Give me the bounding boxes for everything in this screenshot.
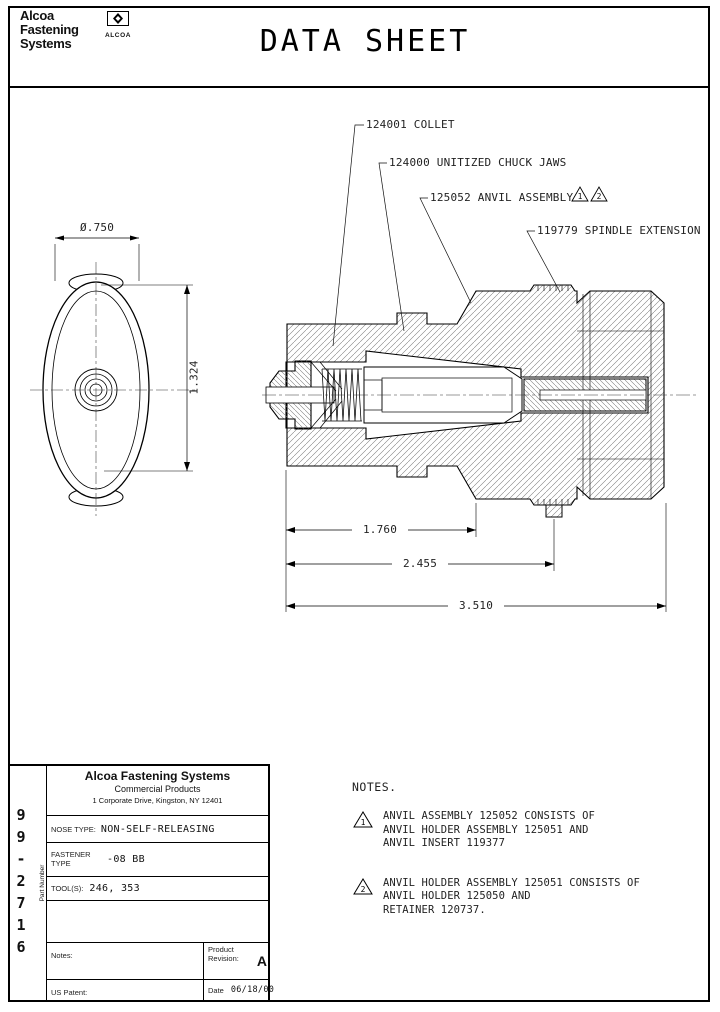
tools-value: 246, 353 — [89, 883, 140, 894]
fastener-type-cell: FASTENER TYPE -08 BB — [47, 843, 268, 877]
dimension-height: 1.324 — [187, 360, 201, 395]
callout-flags: 1 2 — [571, 186, 608, 202]
leader-anvil-assembly — [419, 197, 472, 304]
revision-cell: Product Revision: A — [204, 943, 268, 980]
fastener-type-label: FASTENER TYPE — [51, 850, 91, 868]
part-number-column: 99-2716 Part Number — [10, 766, 47, 1000]
header-divider — [8, 86, 710, 88]
leader-collet — [332, 124, 364, 347]
leader-lines — [332, 124, 561, 347]
tools-label: TOOL(S): — [51, 884, 84, 893]
part-number-label: Part Number — [39, 864, 46, 902]
company-header-cell: Alcoa Fastening Systems Commercial Produ… — [47, 766, 268, 816]
date-value: 06/18/00 — [230, 985, 275, 995]
part-number: 99-2716 — [12, 806, 30, 960]
callout-chuck-jaws: 124000 UNITIZED CHUCK JAWS — [389, 156, 567, 169]
callout-anvil-assembly: 125052 ANVIL ASSEMBLY — [430, 191, 574, 204]
retainer-tab — [545, 504, 563, 518]
dimension-2455: 2.455 — [392, 557, 448, 570]
thread-ticks — [537, 285, 569, 505]
fastener-type-value: -08 BB — [107, 854, 145, 865]
notes-heading: NOTES. — [352, 780, 397, 794]
company-name: Alcoa Fastening Systems — [84, 769, 231, 783]
flag-number: 2 — [597, 192, 602, 201]
logo-line: Systems — [20, 36, 72, 51]
company-address: 1 Corporate Drive, Kingston, NY 12401 — [92, 796, 223, 805]
callout-collet: 124001 COLLET — [366, 118, 455, 131]
notes-cell: Notes: — [47, 943, 204, 980]
note-item: 2 ANVIL HOLDER ASSEMBLY 125051 CONSISTS … — [352, 877, 692, 918]
tools-cell: TOOL(S): 246, 353 — [47, 877, 268, 901]
section-view — [262, 284, 698, 518]
page-title: DATA SHEET — [259, 24, 471, 59]
company-division: Commercial Products — [114, 784, 201, 794]
front-view-dimensions — [54, 235, 193, 472]
date-label: Date — [208, 985, 224, 995]
logo-line: Fastening — [20, 22, 79, 37]
revision-label: Product Revision: — [208, 945, 239, 963]
front-view-centerlines — [30, 262, 196, 516]
notes-label: Notes: — [51, 951, 73, 960]
title-block-main: Alcoa Fastening Systems Commercial Produ… — [47, 766, 274, 1000]
revision-value: A — [256, 953, 267, 969]
alcoa-mark: ALCOA — [102, 11, 134, 39]
front-view — [30, 262, 196, 516]
logo-line: Alcoa — [20, 8, 54, 23]
chuck-jaws-lines — [310, 361, 343, 429]
leader-chuck-jaws — [378, 162, 405, 332]
nose-type-value: NON-SELF-RELEASING — [100, 823, 215, 835]
flag-triangle-icon — [590, 186, 608, 202]
flag-number: 2 — [361, 885, 366, 894]
us-patent-label: US Patent: — [51, 988, 88, 997]
title-block-bottom: Notes: Product Revision: A US Patent: Da… — [47, 943, 274, 1000]
housing-section — [285, 284, 665, 506]
notes-section: NOTES. 1 ANVIL ASSEMBLY 125052 CONSISTS … — [352, 780, 692, 943]
date-cell: Date 06/18/00 — [204, 980, 274, 1000]
note-item: 1 ANVIL ASSEMBLY 125052 CONSISTS OF ANVI… — [352, 810, 692, 851]
dimension-3510: 3.510 — [448, 599, 504, 612]
flag-triangle-icon: 1 — [353, 811, 373, 828]
alcoa-mark-icon — [107, 11, 129, 26]
callout-spindle-extension: 119779 SPINDLE EXTENSION — [537, 224, 701, 237]
note-text: ANVIL HOLDER ASSEMBLY 125051 CONSISTS OF… — [383, 876, 640, 916]
leader-spindle-extension — [526, 230, 561, 293]
flag-triangle-icon — [571, 186, 589, 202]
patent-cell: US Patent: — [47, 980, 204, 1000]
page-border — [8, 6, 710, 1002]
empty-cell — [47, 901, 268, 943]
alcoa-mark-text: ALCOA — [104, 32, 132, 39]
dimension-1760: 1.760 — [352, 523, 408, 536]
flag-triangle-icon: 2 — [353, 877, 373, 894]
nose-type-cell: NOSE TYPE: NON-SELF-RELEASING — [47, 816, 268, 843]
company-logo: Alcoa Fastening Systems — [20, 9, 79, 51]
title-block: 99-2716 Part Number Alcoa Fastening Syst… — [8, 764, 274, 1002]
nose-type-label: NOSE TYPE: — [51, 824, 96, 834]
note-text: ANVIL ASSEMBLY 125052 CONSISTS OF ANVIL … — [383, 810, 595, 849]
dimension-diameter: Ø.750 — [79, 221, 115, 234]
flag-number: 1 — [361, 818, 366, 827]
flag-number: 1 — [578, 192, 583, 201]
